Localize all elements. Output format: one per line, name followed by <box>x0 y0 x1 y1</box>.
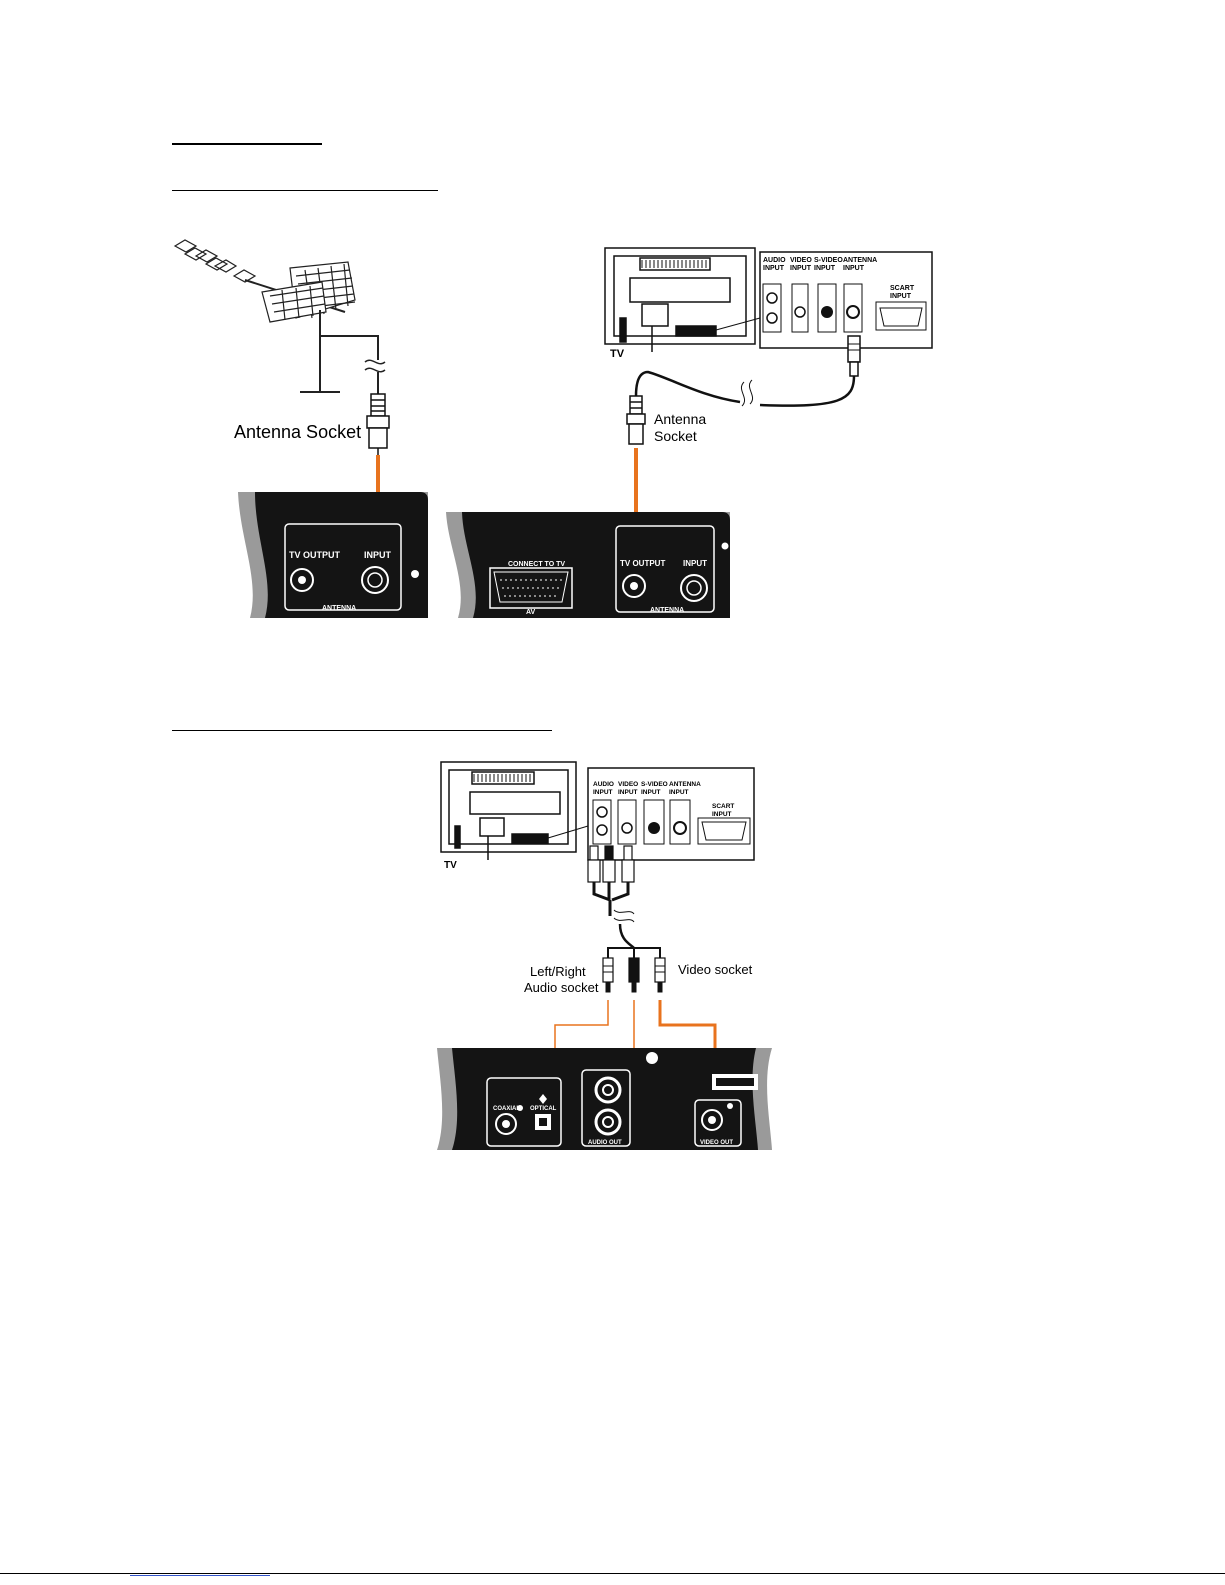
antenna-socket-label-2b: Socket <box>654 428 697 444</box>
device-optical-label: OPTICAL <box>530 1106 557 1112</box>
tv-scart-input-1: SCART <box>890 285 915 292</box>
tv-video-input-1b: INPUT <box>790 265 812 272</box>
tv-input-panel-2 <box>587 767 755 861</box>
tv-antenna-input-2: ANTENNA <box>669 781 701 788</box>
tv-rear-icon <box>604 247 761 352</box>
device-left-antenna: ANTENNA <box>322 605 356 612</box>
antenna-socket-label-2a: Antenna <box>654 411 706 427</box>
tv-svideo-input-2b: INPUT <box>641 789 661 796</box>
tv-antenna-input-1: ANTENNA <box>843 257 877 264</box>
tv-label-1: TV <box>610 348 625 360</box>
antenna-plug-icon-2 <box>626 395 646 445</box>
tv-label-2: TV <box>444 860 457 871</box>
footer-rule <box>0 1573 1225 1574</box>
tv-svideo-input-1: S-VIDEO <box>814 257 843 264</box>
device-rear-panel-right <box>446 512 730 618</box>
subsection-2-rule <box>172 730 552 731</box>
tv-scart-input-2: SCART <box>712 803 734 810</box>
antenna-cable <box>634 335 861 407</box>
antenna-icon <box>173 239 386 395</box>
device-audio-out-label: AUDIO OUT <box>588 1140 622 1146</box>
tv-rear-icon-2 <box>440 761 589 860</box>
tv-audio-input-1: AUDIO <box>763 257 786 264</box>
tv-audio-input-1b: INPUT <box>763 265 785 272</box>
tv-video-input-1: VIDEO <box>790 257 812 264</box>
device-coaxial-label: COAXIAL <box>493 1106 520 1112</box>
subsection-1-rule <box>172 190 438 191</box>
left-right-audio-label-a: Left/Right <box>530 964 586 979</box>
video-socket-label: Video socket <box>678 962 753 977</box>
tv-audio-input-2: AUDIO <box>593 781 614 788</box>
device-right-antenna: ANTENNA <box>650 607 684 614</box>
device-right-tv-output: TV OUTPUT <box>620 559 665 568</box>
device-video-out-label: VIDEO OUT <box>700 1140 733 1146</box>
antenna-plug-icon <box>366 393 390 455</box>
device-rear-panel-left <box>238 492 428 618</box>
left-right-audio-label-b: Audio socket <box>524 980 599 995</box>
device-right-input: INPUT <box>683 559 707 568</box>
tv-svideo-input-1b: INPUT <box>814 265 836 272</box>
tv-audio-input-2b: INPUT <box>593 789 613 796</box>
rca-cable-icon <box>587 845 666 993</box>
antenna-socket-label: Antenna Socket <box>234 422 361 442</box>
footer-link-underline <box>130 1575 270 1576</box>
tv-scart-input-1b: INPUT <box>890 293 912 300</box>
device-right-av: AV <box>526 609 536 616</box>
tv-video-input-2b: INPUT <box>618 789 638 796</box>
tv-svideo-input-2: S-VIDEO <box>641 781 668 788</box>
device-left-input: INPUT <box>364 550 392 560</box>
section-title-rule <box>172 143 322 145</box>
tv-antenna-input-1b: INPUT <box>843 265 865 272</box>
tv-antenna-input-2b: INPUT <box>669 789 689 796</box>
tv-scart-input-2b: INPUT <box>712 811 732 818</box>
device-rear-panel-av <box>437 1048 772 1150</box>
tv-input-panel <box>759 251 933 349</box>
tv-video-input-2: VIDEO <box>618 781 638 788</box>
device-left-tv-output: TV OUTPUT <box>289 550 341 560</box>
device-right-scart-label: CONNECT TO TV <box>508 561 565 568</box>
